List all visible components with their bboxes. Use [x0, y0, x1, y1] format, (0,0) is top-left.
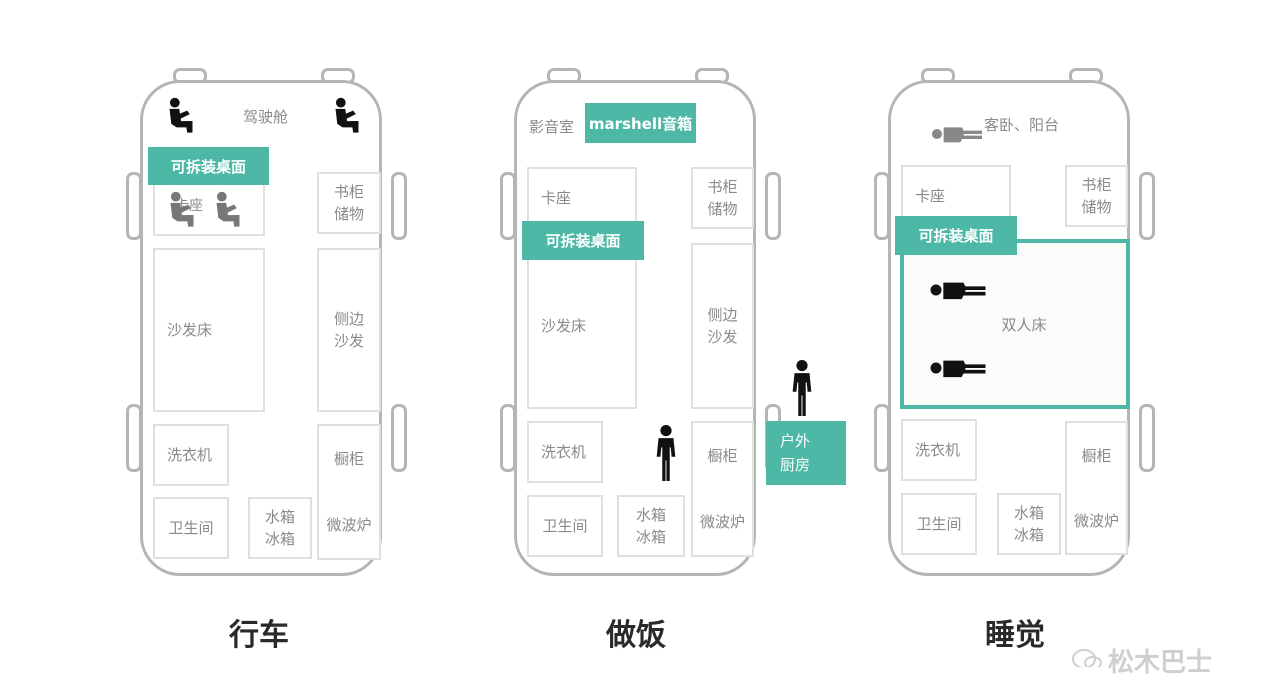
bookcase-room: 书柜 储物 — [1065, 165, 1128, 227]
cabinet-label: 橱柜 — [707, 447, 738, 465]
lying-person-icon — [930, 357, 986, 379]
wheel-right-2 — [391, 404, 407, 472]
side-sofa-room: 侧边 沙发 — [317, 248, 381, 412]
washer-room: 洗衣机 — [901, 419, 977, 481]
removable-table-tag: 可拆装桌面 — [148, 147, 269, 185]
sofa-bed-room: 沙发床 — [153, 248, 265, 412]
guest-room-label: 客卧、阳台 — [984, 116, 1060, 134]
bookcase-label-1: 书柜 — [1081, 176, 1112, 194]
cabinet-room: 橱柜 微波炉 — [691, 421, 754, 557]
sofa-bed-label: 沙发床 — [167, 321, 213, 339]
wheel-right-1 — [765, 172, 781, 240]
bookcase-room: 书柜 储物 — [317, 172, 381, 234]
microwave-label: 微波炉 — [326, 516, 372, 534]
bookcase-label-2: 储物 — [707, 200, 738, 218]
sofa-bed-room: 沙发床 — [527, 243, 637, 409]
side-sofa-label-2: 沙发 — [333, 332, 364, 350]
bathroom-label: 卫生间 — [168, 519, 214, 537]
tank-room: 水箱 冰箱 — [997, 493, 1061, 555]
cabinet-label: 橱柜 — [333, 450, 364, 468]
side-sofa-room: 侧边 沙发 — [691, 243, 754, 409]
microwave-label: 微波炉 — [699, 513, 745, 531]
lying-person-icon — [930, 279, 986, 301]
outdoor-label-2: 厨房 — [780, 456, 811, 474]
side-sofa-label-1: 侧边 — [333, 310, 364, 328]
lying-person-icon — [930, 124, 984, 144]
bookcase-label-1: 书柜 — [333, 183, 364, 201]
standing-person-icon — [653, 425, 679, 481]
booth-label: 卡座 — [541, 189, 572, 207]
washer-room: 洗衣机 — [527, 421, 603, 483]
bathroom-room: 卫生间 — [527, 495, 603, 557]
tank-label-1: 水箱 — [1013, 504, 1044, 522]
cabinet-room: 橱柜 微波炉 — [1065, 421, 1128, 555]
outdoor-label-1: 户外 — [780, 432, 811, 450]
removable-table-tag: 可拆装桌面 — [895, 216, 1017, 255]
caption-sleeping: 睡觉 — [985, 618, 1045, 653]
tank-room: 水箱 冰箱 — [248, 497, 312, 559]
theater-label: 影音室 — [529, 118, 575, 136]
side-sofa-label-1: 侧边 — [707, 306, 738, 324]
bookcase-room: 书柜 储物 — [691, 167, 754, 229]
tank-label-1: 水箱 — [635, 506, 666, 524]
speaker-tag: marshell音箱 — [585, 103, 696, 143]
washer-label: 洗衣机 — [915, 441, 961, 459]
cockpit-label: 驾驶舱 — [243, 108, 289, 126]
watermark-text: 松木巴士 — [1108, 648, 1213, 678]
booth-label: 卡座 — [915, 187, 946, 205]
tank-room: 水箱 冰箱 — [617, 495, 685, 557]
sofa-bed-label: 沙发床 — [541, 317, 587, 335]
washer-room: 洗衣机 — [153, 424, 229, 486]
bathroom-label: 卫生间 — [542, 517, 588, 535]
wheel-right-2 — [1139, 404, 1155, 472]
seated-person-icon — [332, 96, 362, 134]
washer-label: 洗衣机 — [541, 443, 587, 461]
bookcase-label-1: 书柜 — [707, 178, 738, 196]
removable-table-tag: 可拆装桌面 — [522, 221, 644, 260]
booth-room: 卡座 — [527, 167, 637, 229]
caption-driving: 行车 — [229, 618, 289, 653]
standing-person-icon — [789, 360, 815, 416]
microwave-label: 微波炉 — [1073, 511, 1119, 530]
tank-label-2: 冰箱 — [1013, 526, 1044, 544]
bathroom-label: 卫生间 — [916, 515, 962, 533]
bathroom-room: 卫生间 — [901, 493, 977, 555]
tank-label-2: 冰箱 — [264, 530, 295, 548]
bookcase-label-2: 储物 — [333, 205, 364, 223]
side-sofa-label-2: 沙发 — [707, 328, 738, 346]
outdoor-kitchen-tag: 户外 厨房 — [766, 421, 846, 485]
wheel-right-1 — [391, 172, 407, 240]
seated-person-icon — [166, 96, 196, 134]
cabinet-room: 橱柜 微波炉 — [317, 424, 381, 560]
bathroom-room: 卫生间 — [153, 497, 229, 559]
wechat-logo-icon — [1072, 649, 1102, 667]
cabinet-label: 橱柜 — [1081, 446, 1112, 465]
seated-person-icon — [167, 190, 197, 228]
tank-label-2: 冰箱 — [635, 528, 666, 546]
double-bed-label: 双人床 — [1001, 315, 1047, 334]
washer-label: 洗衣机 — [167, 446, 213, 464]
bookcase-label-2: 储物 — [1081, 198, 1112, 216]
tank-label-1: 水箱 — [264, 508, 295, 526]
double-bed: 双人床 — [900, 239, 1130, 409]
wheel-right-1 — [1139, 172, 1155, 240]
seated-person-icon — [213, 190, 243, 228]
caption-cooking: 做饭 — [606, 618, 666, 653]
